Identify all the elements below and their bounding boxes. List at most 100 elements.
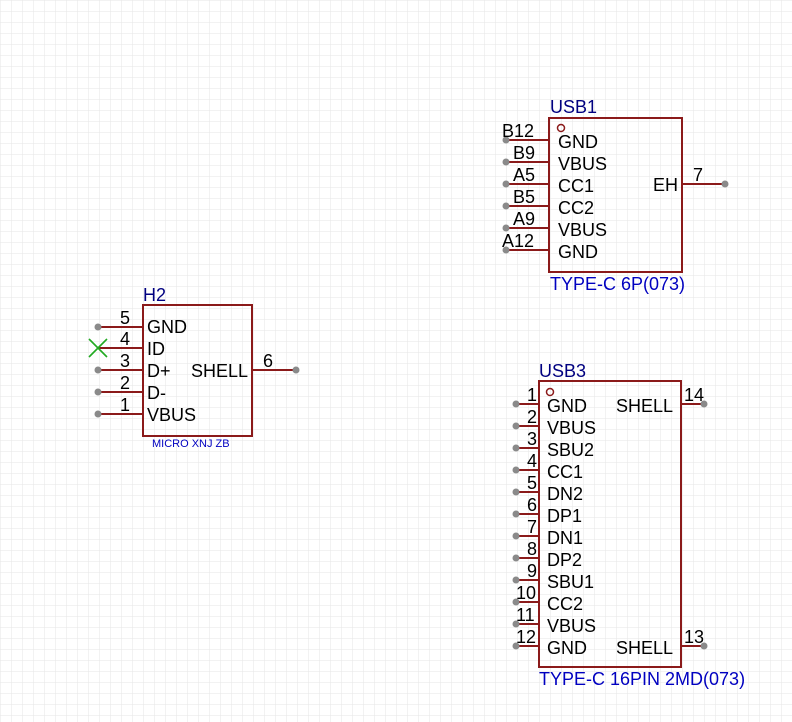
- usb3-pin-3[interactable]: 3 SBU2: [512, 429, 595, 460]
- h2-pin-5[interactable]: 5 GND: [94, 308, 188, 337]
- usb3-pin-10[interactable]: 10 CC2: [512, 583, 584, 614]
- pin-number: 1: [120, 395, 130, 415]
- pin-end-icon: [502, 224, 510, 232]
- pin-number: 4: [120, 329, 130, 349]
- pin-number: 1: [527, 385, 537, 405]
- usb3-pin-12[interactable]: 12 GND: [512, 627, 588, 658]
- h2-pin-6[interactable]: 6 SHELL: [191, 351, 300, 381]
- pin-end-icon: [94, 366, 102, 374]
- pin-end-icon: [502, 202, 510, 210]
- no-connect-icon: [88, 338, 108, 358]
- h2-pin-4[interactable]: 4 ID: [88, 329, 165, 359]
- usb3-body: [538, 380, 682, 668]
- pin-end-icon: [512, 444, 520, 452]
- usb3-pin-8[interactable]: 8 DP2: [512, 539, 583, 570]
- h2-pin-3[interactable]: 3 D+: [94, 351, 171, 381]
- pin-number: 2: [527, 407, 537, 427]
- pin-name: VBUS: [147, 405, 196, 425]
- usb3-pin-4[interactable]: 4 CC1: [512, 451, 584, 482]
- usb1-ref: USB1: [550, 97, 597, 117]
- pin-name: GND: [147, 317, 187, 337]
- pin-number: A12: [502, 231, 534, 251]
- h2-ref: H2: [143, 285, 166, 305]
- h2-pin-2[interactable]: 2 D-: [94, 373, 167, 403]
- h2-value: MICRO XNJ ZB: [152, 438, 230, 450]
- pin-name: CC2: [547, 594, 583, 614]
- pin-name: SHELL: [191, 361, 248, 381]
- usb3-pin-2[interactable]: 2 VBUS: [512, 407, 597, 438]
- pin-name: SBU2: [547, 440, 594, 460]
- usb3-pin-5[interactable]: 5 DN2: [512, 473, 584, 504]
- usb3-pin-9[interactable]: 9 SBU1: [512, 561, 595, 592]
- pin-number: 6: [263, 351, 273, 371]
- pin-number: 2: [120, 373, 130, 393]
- usb1-pin-b12[interactable]: B12 GND: [502, 121, 598, 152]
- usb3-pin-14[interactable]: 14 SHELL: [616, 385, 708, 416]
- pin-end-icon: [512, 620, 520, 628]
- usb1-pin-b9[interactable]: B9 VBUS: [502, 143, 608, 174]
- pin-number: 13: [684, 627, 704, 647]
- component-usb1[interactable]: USB1 B12 GND B9 VBUS A5 CC1 B5 CC2: [502, 97, 729, 294]
- pin-number: 10: [516, 583, 536, 603]
- usb1-body: [548, 117, 683, 273]
- usb3-pin-13[interactable]: 13 SHELL: [616, 627, 708, 658]
- usb3-pin-11[interactable]: 11 VBUS: [512, 605, 597, 636]
- pin-number: 5: [527, 473, 537, 493]
- pin-end-icon: [94, 410, 102, 418]
- pin-end-icon: [502, 158, 510, 166]
- pin-name: GND: [547, 396, 587, 416]
- usb1-pin-b5[interactable]: B5 CC2: [502, 187, 595, 218]
- pin-end-icon: [94, 323, 102, 331]
- usb3-pin-7[interactable]: 7 DN1: [512, 517, 584, 548]
- pin-number: 5: [120, 308, 130, 328]
- usb1-pin-7[interactable]: 7 EH: [653, 165, 729, 195]
- pin-end-icon: [512, 598, 520, 606]
- pin-number: 3: [527, 429, 537, 449]
- pin1-marker-icon: [556, 123, 566, 133]
- pin-name: GND: [558, 242, 598, 262]
- pin-number: B5: [513, 187, 535, 207]
- pin-number: A5: [513, 165, 535, 185]
- pin-name: ID: [147, 339, 165, 359]
- pin-name: D-: [147, 383, 166, 403]
- pin-end-icon: [512, 466, 520, 474]
- pin-name: CC1: [558, 176, 594, 196]
- pin-number: 9: [527, 561, 537, 581]
- usb1-pin-a5[interactable]: A5 CC1: [502, 165, 595, 196]
- pin-name: GND: [558, 132, 598, 152]
- usb1-pin-a9[interactable]: A9 VBUS: [502, 209, 608, 240]
- pin-name: VBUS: [547, 616, 596, 636]
- pin-number: 3: [120, 351, 130, 371]
- pin-number: 12: [516, 627, 536, 647]
- usb3-ref: USB3: [539, 361, 586, 381]
- pin-number: 8: [527, 539, 537, 559]
- pin-number: A9: [513, 209, 535, 229]
- pin-end-icon: [94, 388, 102, 396]
- pin-end-icon: [721, 180, 729, 188]
- pin-name: DN2: [547, 484, 583, 504]
- component-h2[interactable]: H2 5 GND 4 ID 3 D+ 2 D- 1: [88, 285, 300, 450]
- pin-end-icon: [512, 510, 520, 518]
- usb1-value: TYPE-C 6P(073): [550, 274, 685, 294]
- usb3-pin-1[interactable]: 1 GND: [512, 385, 588, 416]
- pin-end-icon: [512, 576, 520, 584]
- pin-number: 4: [527, 451, 537, 471]
- pin-end-icon: [292, 366, 300, 374]
- pin-end-icon: [512, 400, 520, 408]
- pin1-marker-icon: [545, 387, 555, 397]
- pin-name: EH: [653, 175, 678, 195]
- pin-number: B9: [513, 143, 535, 163]
- h2-pin-1[interactable]: 1 VBUS: [94, 395, 197, 425]
- pin-number: B12: [502, 121, 534, 141]
- component-usb3[interactable]: USB3 1 GND 2 VBUS 3 SBU2 4 CC1: [512, 361, 746, 689]
- pin-name: VBUS: [558, 154, 607, 174]
- pin-name: DP2: [547, 550, 582, 570]
- usb1-pin-a12[interactable]: A12 GND: [502, 231, 598, 262]
- pin-end-icon: [502, 136, 510, 144]
- pin-end-icon: [512, 532, 520, 540]
- pin-number: 7: [527, 517, 537, 537]
- usb3-pin-6[interactable]: 6 DP1: [512, 495, 583, 526]
